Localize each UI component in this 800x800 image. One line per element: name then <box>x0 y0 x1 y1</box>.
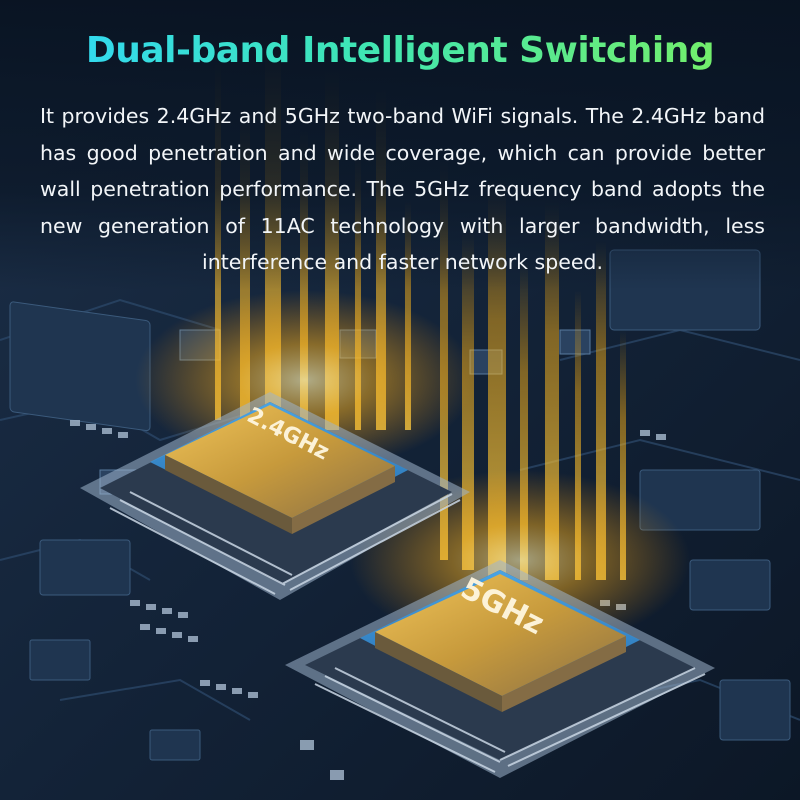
chip-5ghz-graphic <box>285 560 715 778</box>
page-title: Dual-band Intelligent Switching <box>0 30 800 71</box>
header-overlay <box>0 0 800 290</box>
chip-label-2-4ghz: 2.4GHz <box>243 403 333 465</box>
chip-2-4ghz-graphic <box>80 392 470 600</box>
feature-description: It provides 2.4GHz and 5GHz two-band WiF… <box>40 104 765 274</box>
chip-label-5ghz: 5GHz <box>455 571 549 642</box>
